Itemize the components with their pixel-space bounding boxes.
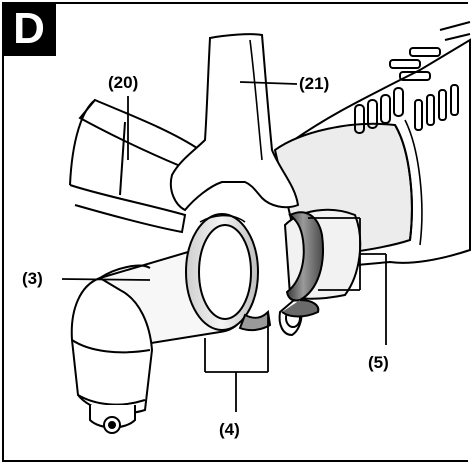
wrench-20 (69, 98, 202, 234)
leader-lines (61, 81, 387, 412)
wrench-21 (169, 33, 300, 212)
callout-5: (5) (368, 353, 389, 372)
figure-letter-badge: D (2, 2, 56, 56)
figure-frame (2, 2, 468, 462)
callout-21: (21) (299, 74, 330, 93)
callout-20: (20) (108, 73, 139, 92)
locking-ring-5 (281, 211, 324, 318)
callout-3: (3) (22, 269, 43, 288)
angle-head (70, 276, 154, 434)
vent-slots-icon (354, 21, 471, 134)
clamping-nut-4 (185, 213, 272, 332)
callout-4: (4) (219, 420, 240, 439)
